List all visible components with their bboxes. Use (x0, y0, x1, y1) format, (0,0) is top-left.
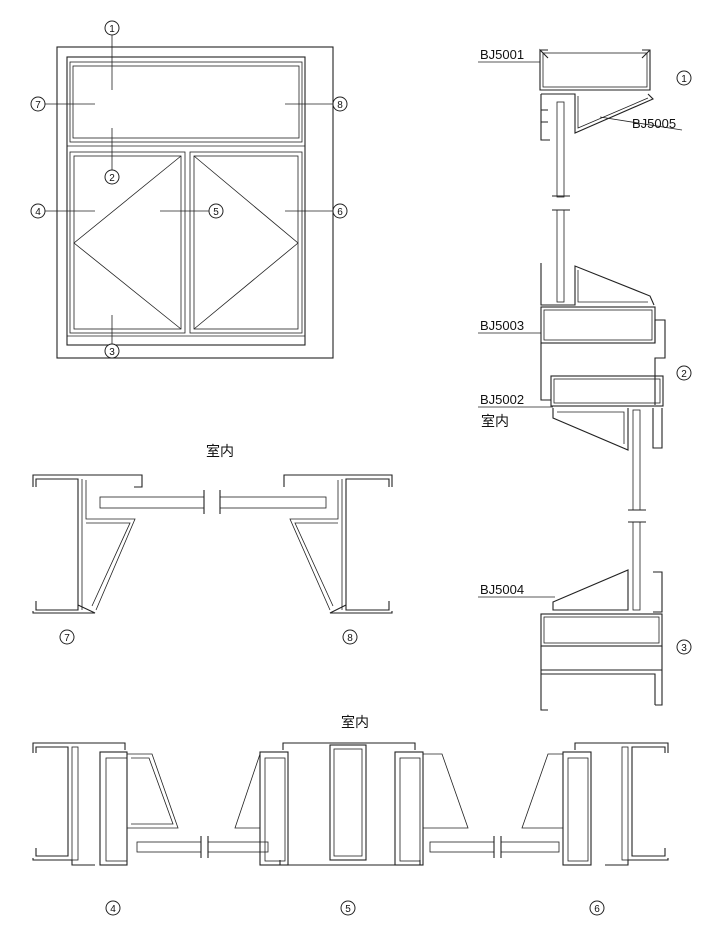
svg-text:8: 8 (347, 633, 353, 644)
elevation-marker-5: 5 (208, 203, 224, 219)
svg-text:1: 1 (109, 24, 115, 35)
elevation-marker-1: 1 (104, 20, 120, 36)
svg-text:2: 2 (681, 369, 687, 380)
indoor-label: 室内 (481, 413, 509, 430)
elevation-marker-7: 7 (30, 96, 46, 112)
vertical-section (478, 48, 683, 711)
section-marker-1: 1 (676, 70, 692, 86)
section-marker-6: 6 (589, 900, 605, 916)
window-elevation (45, 35, 334, 359)
svg-text:6: 6 (594, 904, 600, 915)
section-marker-5: 5 (340, 900, 356, 916)
elevation-marker-6: 6 (332, 203, 348, 219)
svg-text:7: 7 (35, 100, 41, 111)
elevation-marker-3: 3 (104, 343, 120, 359)
section-marker-7: 7 (59, 629, 75, 645)
profile-label-bj5005: BJ5005 (632, 116, 676, 131)
elevation-marker-4: 4 (30, 203, 46, 219)
svg-text:3: 3 (681, 643, 687, 654)
svg-text:8: 8 (337, 100, 343, 111)
section-marker-4: 4 (105, 900, 121, 916)
svg-text:4: 4 (110, 904, 116, 915)
svg-text:7: 7 (64, 633, 70, 644)
elevation-marker-8: 8 (332, 96, 348, 112)
transom-section (32, 474, 393, 614)
elevation-marker-2: 2 (104, 169, 120, 185)
section-marker-8: 8 (342, 629, 358, 645)
profile-label-bj5004: BJ5004 (480, 582, 524, 597)
svg-text:1: 1 (681, 74, 687, 85)
casement-section (32, 742, 669, 866)
profile-label-bj5002: BJ5002 (480, 392, 524, 407)
svg-text:3: 3 (109, 347, 115, 358)
svg-text:5: 5 (345, 904, 351, 915)
svg-text:2: 2 (109, 173, 115, 184)
svg-text:5: 5 (213, 207, 219, 218)
profile-label-bj5001: BJ5001 (480, 47, 524, 62)
section-marker-3: 3 (676, 639, 692, 655)
section-marker-2: 2 (676, 365, 692, 381)
svg-text:4: 4 (35, 207, 41, 218)
indoor-label-transom: 室内 (206, 443, 234, 460)
indoor-label-casement: 室内 (341, 714, 369, 731)
svg-text:6: 6 (337, 207, 343, 218)
profile-label-bj5003: BJ5003 (480, 318, 524, 333)
